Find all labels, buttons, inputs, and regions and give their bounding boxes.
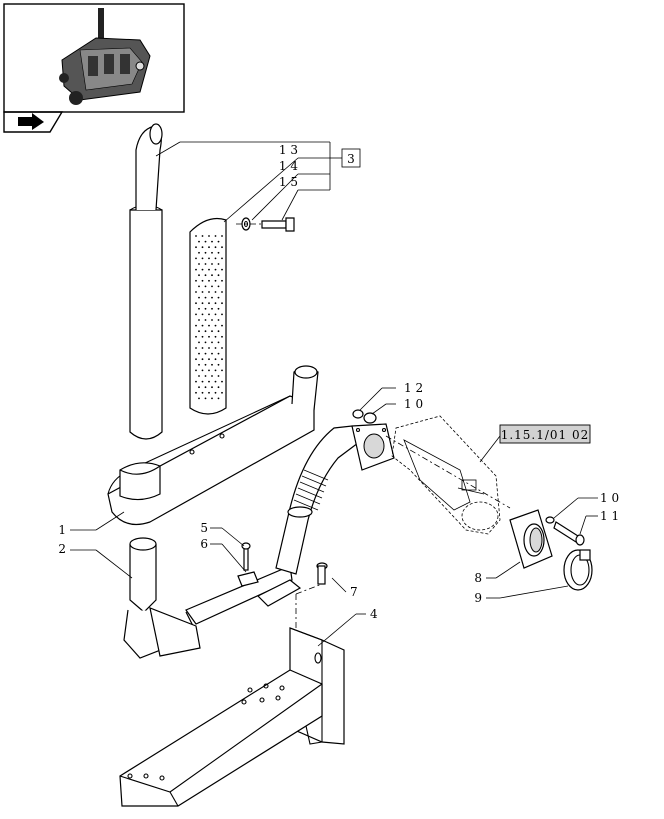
callout-15: 1 5 (279, 175, 298, 189)
callout-8: 8 (474, 571, 482, 585)
exhaust-elbow-pipe (123, 459, 331, 659)
callout-5: 5 (200, 521, 208, 535)
clamp-bolt (545, 516, 585, 546)
guard-bolt (261, 217, 295, 232)
leader-lines (70, 141, 598, 647)
callout-1: 1 (58, 523, 66, 537)
reference-box-3 (341, 148, 361, 168)
callout-4: 4 (370, 607, 378, 621)
reference-box-label: 1.15.1/01 02 (501, 428, 590, 442)
guard-perforations (195, 235, 223, 400)
callout-3: 3 (347, 152, 355, 166)
callout-14: 1 4 (279, 159, 298, 173)
callout-7: 7 (350, 585, 358, 599)
adapter-flange (509, 509, 553, 569)
page-arrow-icon[interactable] (3, 111, 64, 133)
flange-nut (352, 409, 377, 424)
flexible-exhaust-hose (275, 425, 363, 575)
callout-10-top: 1 0 (404, 397, 423, 411)
turbocharger-reference (391, 415, 501, 535)
callout-11: 1 1 (600, 509, 619, 523)
engine-thumbnail-icon (59, 8, 151, 105)
support-bolt (316, 562, 328, 585)
bracket-bolt (237, 542, 259, 587)
support-bracket (119, 627, 345, 807)
reference-box-page-link[interactable]: 1.15.1/01 02 (499, 424, 591, 444)
callout-13: 1 3 (279, 143, 298, 157)
callout-9: 9 (474, 591, 482, 605)
engine-thumbnail (3, 3, 185, 113)
callout-10-right: 1 0 (600, 491, 619, 505)
tail-pipe (129, 123, 163, 440)
callout-12: 1 2 (404, 381, 423, 395)
pipe-flange (351, 423, 395, 471)
muffler (107, 365, 319, 525)
exhaust-clamp (563, 549, 593, 591)
callout-2: 2 (58, 542, 66, 556)
perforated-heat-guard (189, 217, 227, 415)
pipe-bracket-shoe (256, 579, 302, 607)
callout-6: 6 (200, 537, 208, 551)
